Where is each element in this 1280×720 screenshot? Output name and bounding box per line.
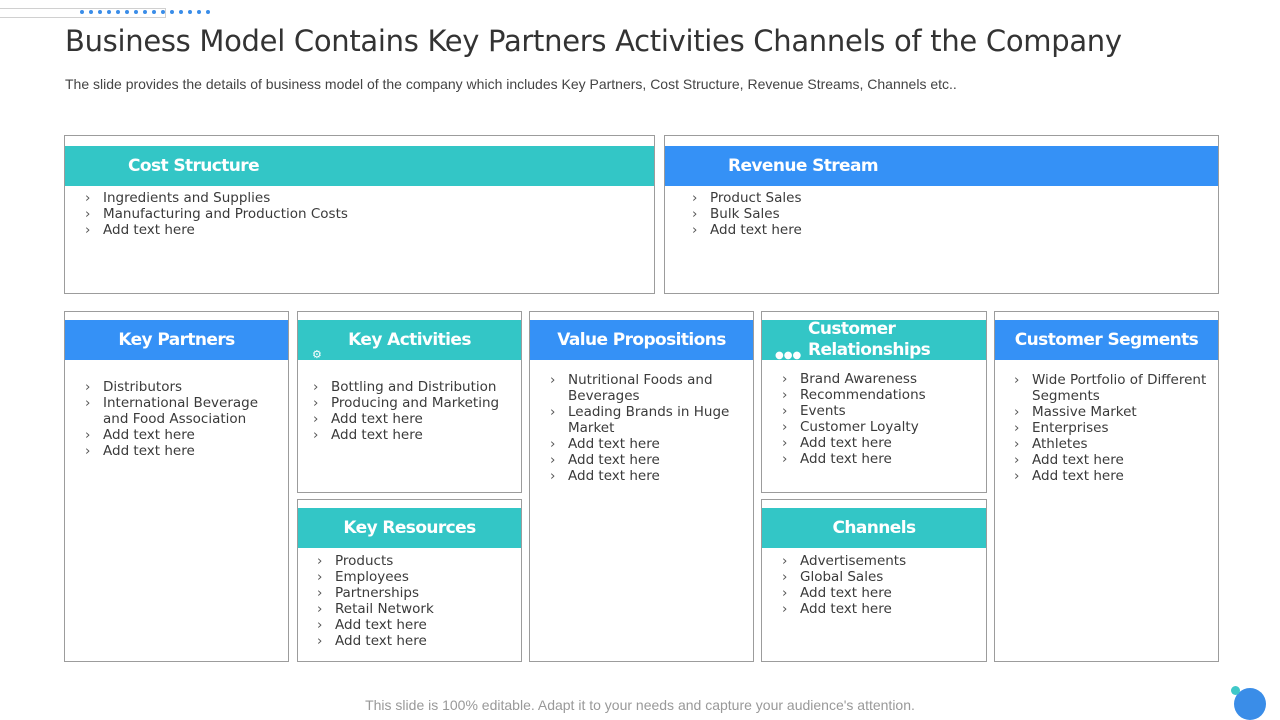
key-activities-box: Key Activities ⚙ Bottling and Distributi… (297, 311, 522, 493)
list-item: Leading Brands in Huge Market (550, 404, 735, 436)
customer-relationships-list: Brand AwarenessRecommendationsEventsCust… (782, 371, 977, 467)
cost-structure-header: Cost Structure (65, 146, 654, 186)
top-decor-bar (0, 8, 166, 18)
list-item: Add text here (692, 222, 1192, 238)
list-item: Massive Market (1014, 404, 1210, 420)
customer-relationships-heading-line2: Relationships (808, 340, 931, 360)
list-item: Bulk Sales (692, 206, 1192, 222)
key-resources-list: ProductsEmployeesPartnershipsRetail Netw… (317, 553, 512, 649)
list-item: Employees (317, 569, 512, 585)
revenue-stream-header: Revenue Stream (665, 146, 1218, 186)
cost-structure-heading: Cost Structure (128, 156, 260, 176)
customer-segments-list: Wide Portfolio of Different SegmentsMass… (1014, 372, 1210, 484)
key-resources-heading: Key Resources (343, 517, 476, 538)
channels-header: Channels (762, 508, 986, 548)
revenue-stream-heading: Revenue Stream (728, 156, 879, 176)
list-item: Manufacturing and Production Costs (85, 206, 625, 222)
list-item: International Beverage and Food Associat… (85, 395, 265, 427)
key-resources-box: Key Resources ProductsEmployeesPartnersh… (297, 499, 522, 662)
customer-relationships-heading-line1: Customer (808, 319, 896, 339)
list-item: Add text here (313, 411, 513, 427)
cost-structure-list: Ingredients and SuppliesManufacturing an… (85, 190, 625, 238)
value-propositions-heading: Value Propositions (557, 329, 726, 350)
list-item: Events (782, 403, 977, 419)
list-item: Ingredients and Supplies (85, 190, 625, 206)
list-item: Athletes (1014, 436, 1210, 452)
key-activities-header: Key Activities (298, 320, 521, 360)
key-partners-heading: Key Partners (118, 329, 235, 350)
decor-circle-small (1231, 686, 1240, 695)
list-item: Add text here (313, 427, 513, 443)
key-partners-box: Key Partners DistributorsInternational B… (64, 311, 289, 662)
cost-structure-box: Cost Structure Ingredients and SuppliesM… (64, 135, 655, 294)
list-item: Add text here (317, 617, 512, 633)
people-icon: ●●● (775, 350, 802, 361)
list-item: Customer Loyalty (782, 419, 977, 435)
key-activities-heading: Key Activities (348, 329, 471, 350)
revenue-stream-box: Revenue Stream Product SalesBulk SalesAd… (664, 135, 1219, 294)
list-item: Add text here (550, 452, 735, 468)
gear-icon: ⚙ (312, 348, 322, 361)
list-item: Products (317, 553, 512, 569)
value-propositions-header: Value Propositions (530, 320, 753, 360)
slide-subtitle: The slide provides the details of busine… (65, 76, 957, 92)
key-partners-header: Key Partners (65, 320, 288, 360)
list-item: Partnerships (317, 585, 512, 601)
list-item: Brand Awareness (782, 371, 977, 387)
top-decor-dots (80, 10, 210, 14)
list-item: Add text here (782, 451, 977, 467)
list-item: Producing and Marketing (313, 395, 513, 411)
list-item: Add text here (85, 443, 265, 459)
list-item: Add text here (1014, 468, 1210, 484)
slide-footer: This slide is 100% editable. Adapt it to… (365, 697, 915, 713)
list-item: Add text here (1014, 452, 1210, 468)
list-item: Add text here (782, 585, 977, 601)
list-item: Add text here (85, 222, 625, 238)
key-activities-list: Bottling and DistributionProducing and M… (313, 379, 513, 443)
list-item: Add text here (782, 435, 977, 451)
list-item: Nutritional Foods and Beverages (550, 372, 735, 404)
list-item: Global Sales (782, 569, 977, 585)
list-item: Enterprises (1014, 420, 1210, 436)
customer-segments-box: Customer Segments Wide Portfolio of Diff… (994, 311, 1219, 662)
list-item: Add text here (317, 633, 512, 649)
list-item: Add text here (85, 427, 265, 443)
list-item: Add text here (550, 468, 735, 484)
value-propositions-box: Value Propositions Nutritional Foods and… (529, 311, 754, 662)
key-partners-list: DistributorsInternational Beverage and F… (85, 379, 265, 459)
slide-title: Business Model Contains Key Partners Act… (65, 24, 1122, 58)
list-item: Retail Network (317, 601, 512, 617)
revenue-stream-list: Product SalesBulk SalesAdd text here (692, 190, 1192, 238)
channels-box: Channels AdvertisementsGlobal SalesAdd t… (761, 499, 987, 662)
list-item: Advertisements (782, 553, 977, 569)
channels-heading: Channels (832, 517, 917, 538)
list-item: Bottling and Distribution (313, 379, 513, 395)
list-item: Wide Portfolio of Different Segments (1014, 372, 1210, 404)
channels-list: AdvertisementsGlobal SalesAdd text hereA… (782, 553, 977, 617)
customer-segments-heading: Customer Segments (1014, 329, 1199, 350)
decor-circle-large (1234, 688, 1266, 720)
list-item: Add text here (550, 436, 735, 452)
customer-segments-header: Customer Segments (995, 320, 1218, 360)
list-item: Recommendations (782, 387, 977, 403)
list-item: Product Sales (692, 190, 1192, 206)
key-resources-header: Key Resources (298, 508, 521, 548)
list-item: Distributors (85, 379, 265, 395)
list-item: Add text here (782, 601, 977, 617)
value-propositions-list: Nutritional Foods and BeveragesLeading B… (550, 372, 735, 484)
